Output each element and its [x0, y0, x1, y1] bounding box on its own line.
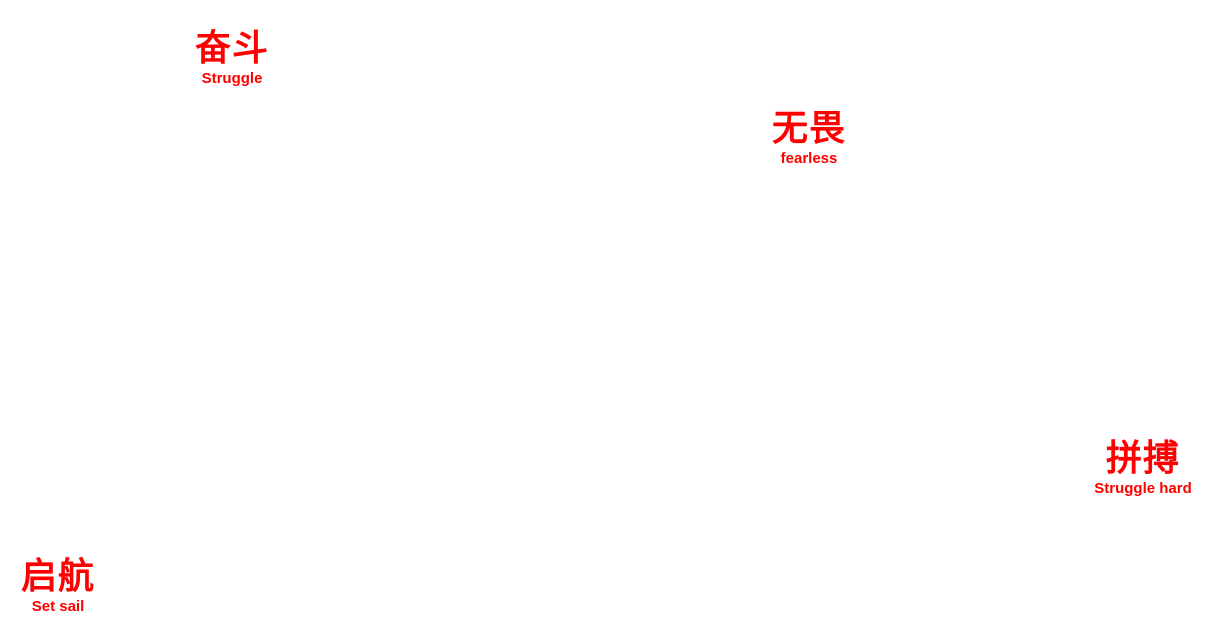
word-label-fearless: 无畏 fearless — [772, 108, 846, 168]
english-translation: Struggle — [201, 70, 263, 87]
english-translation: Set sail — [31, 598, 85, 615]
chinese-word: 奋斗 — [194, 28, 270, 69]
chinese-word: 启航 — [20, 556, 96, 597]
word-label-struggle: 奋斗 Struggle — [195, 28, 269, 88]
chinese-word: 拼搏 — [1105, 438, 1181, 479]
chinese-word: 无畏 — [771, 108, 847, 149]
english-translation: fearless — [780, 150, 838, 167]
word-label-set-sail: 启航 Set sail — [21, 556, 95, 616]
word-label-struggle-hard: 拼搏 Struggle hard — [1094, 438, 1192, 498]
english-translation: Struggle hard — [1094, 480, 1192, 497]
